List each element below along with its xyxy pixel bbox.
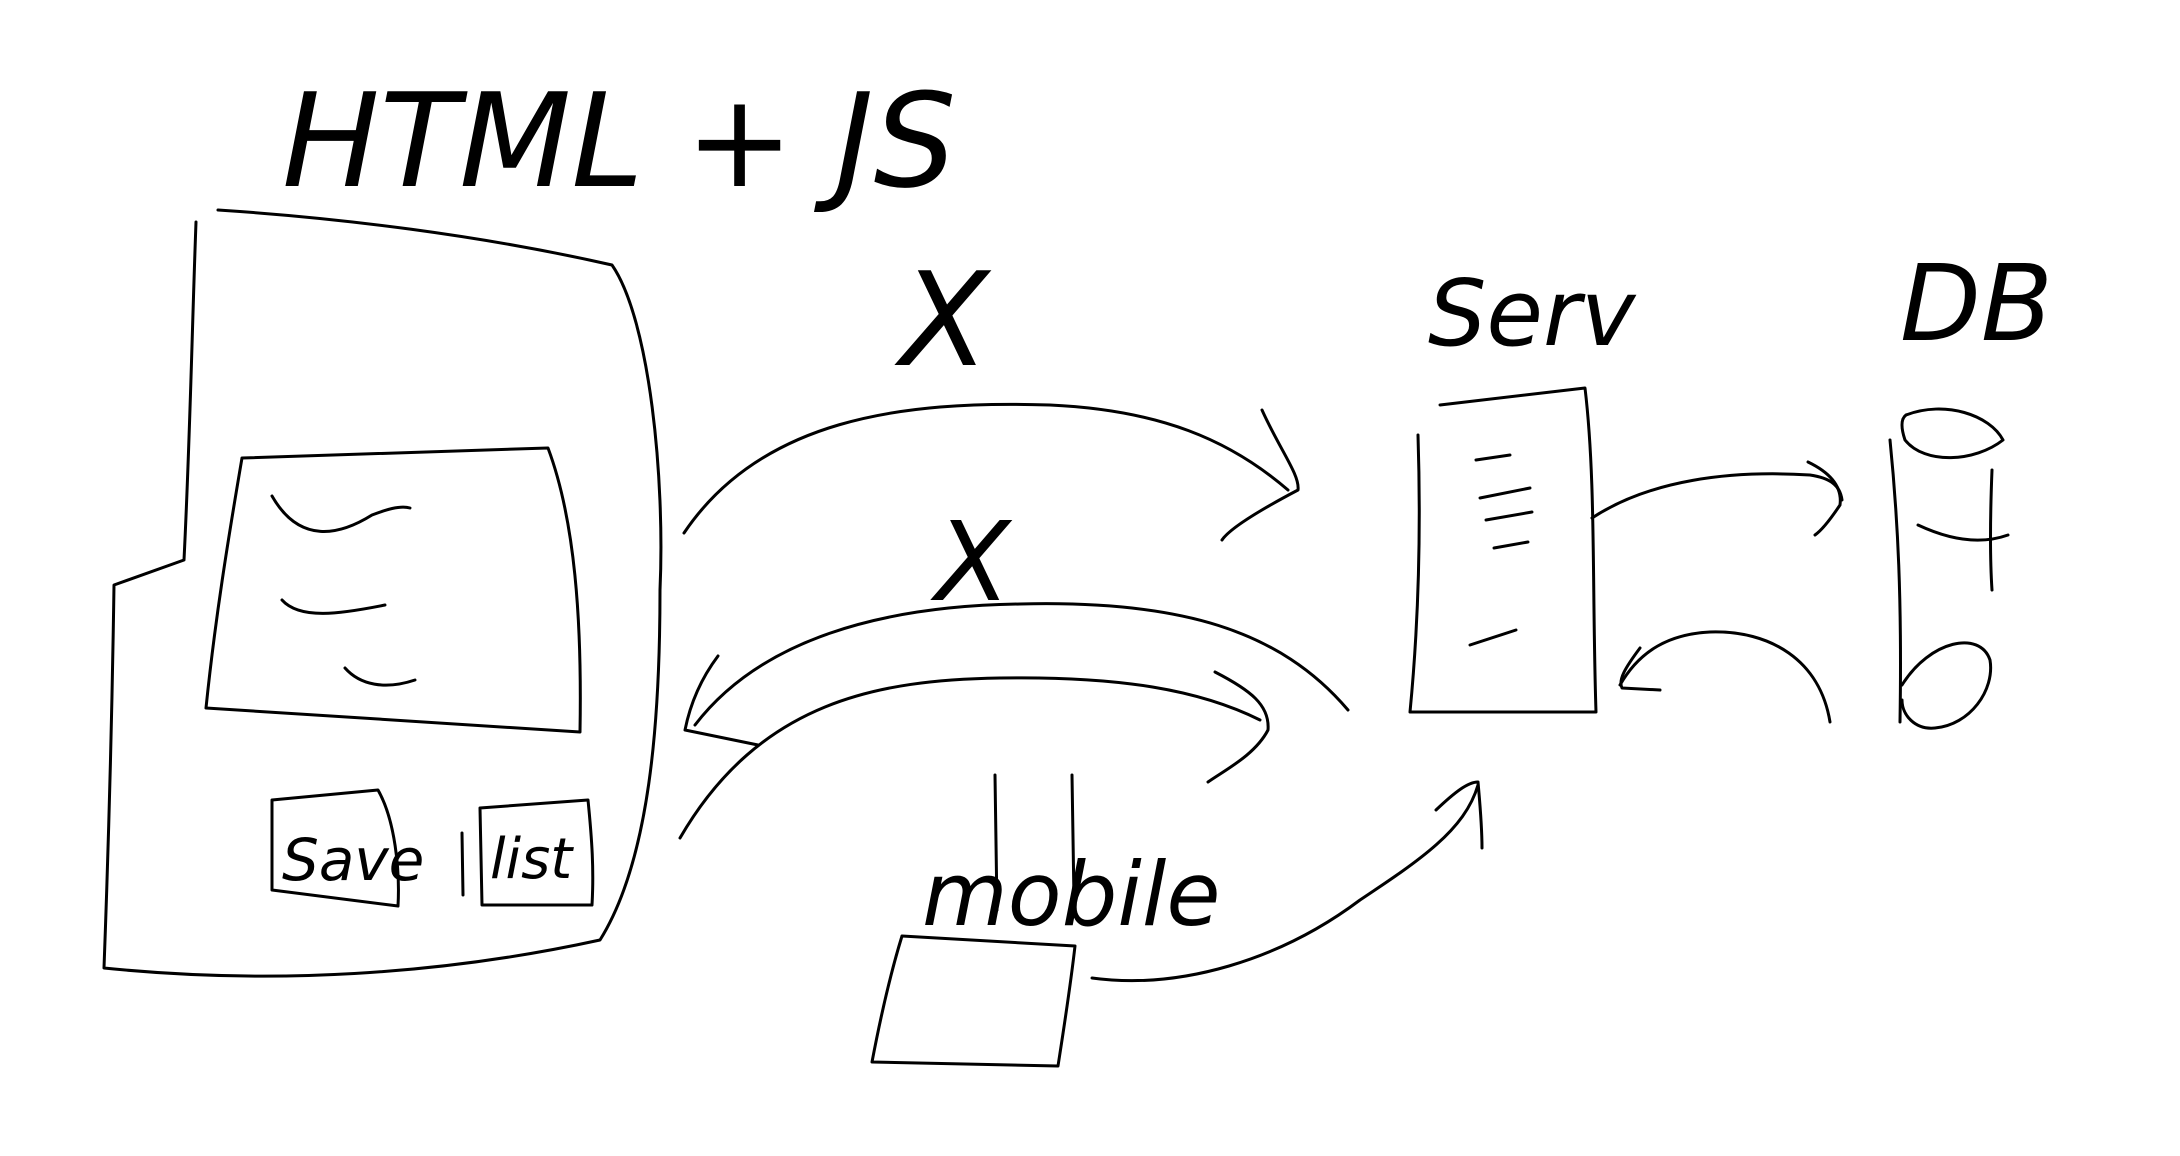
arrow-middle-cross-mark: X [930,498,1013,626]
client-app: HTML + JS Save list [102,65,956,978]
db-cylinder-bottom [1900,641,1993,730]
arrow-top-shaft [682,402,1290,535]
mobile-to-server-head [1434,780,1484,850]
arrow-top-cross-mark: X [894,244,992,396]
client-screen [204,446,582,734]
screen-line-1 [270,494,412,533]
arrow-top-head [1220,408,1300,542]
server-to-db-shaft [1590,472,1844,520]
list-button[interactable]: list [460,798,595,907]
arrow-lower-head [1206,670,1270,784]
mobile-title: mobile [922,843,1220,946]
server-line-3 [1484,510,1534,522]
client-frame [102,208,663,978]
db-to-server-shaft [1618,630,1832,724]
save-button-label: Save [282,826,424,894]
server-line-1 [1474,453,1512,462]
server-node: Serv [1408,260,1637,714]
screen-line-3 [343,666,417,687]
arrow-lower-shaft [678,676,1262,840]
arrow-middle-shaft [693,602,1350,727]
list-button-box [460,831,465,897]
screen-line-2 [280,598,387,615]
mobile-device-box [870,934,1077,1068]
server-box [1408,386,1598,714]
server-line-4 [1492,540,1530,550]
mobile-to-server-shaft [1090,783,1480,983]
db-to-server-head [1619,646,1662,692]
server-line-5 [1468,628,1518,647]
server-line-2 [1478,486,1532,500]
server-title: Serv [1428,260,1637,367]
mobile-to-server-arrow [1090,780,1484,983]
server-to-client-arrow-crossed: X [683,498,1350,747]
save-button-box [270,788,400,908]
arrow-middle-head [683,654,760,747]
save-button[interactable]: Save [270,788,424,908]
db-cylinder-top [1900,407,2005,460]
mobile-client: mobile [870,773,1220,1068]
db-cylinder-middle [1916,523,2010,542]
mobile-upright-1 [993,773,999,912]
server-to-db-arrow [1590,460,1844,537]
server-to-db-head [1806,460,1842,537]
client-to-server-arrow-crossed: X [682,244,1300,542]
db-node: DB [1888,243,2053,730]
db-to-server-arrow [1618,630,1832,724]
mobile-upright-2 [1070,773,1076,902]
db-cylinder-right [1989,468,1994,592]
db-cylinder-left [1888,438,1903,724]
client-to-server-arrow [678,670,1270,840]
list-button-frame [478,798,595,907]
client-title: HTML + JS [282,65,956,217]
db-title: DB [1900,243,2053,365]
list-button-label: list [490,827,574,892]
